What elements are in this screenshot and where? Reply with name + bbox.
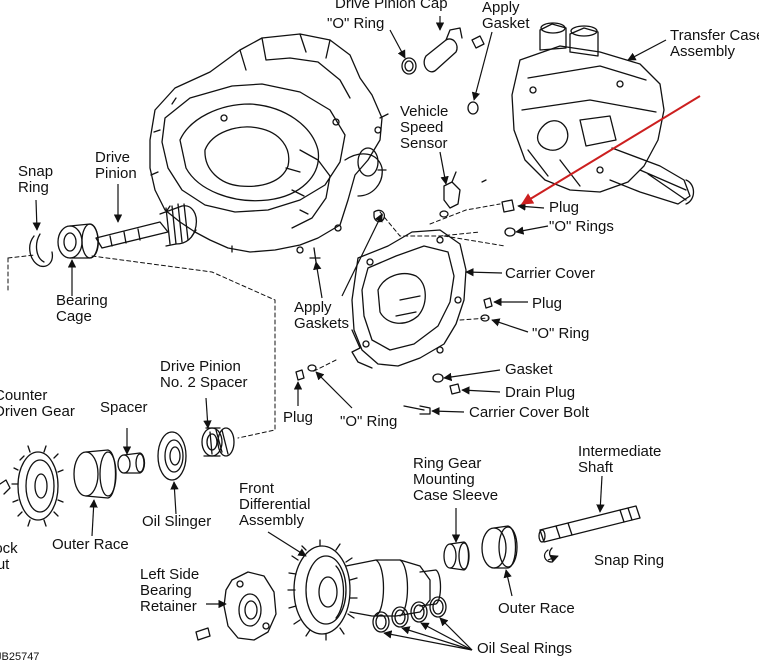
transfer-case xyxy=(511,22,695,205)
oil-seal-rings xyxy=(372,596,447,633)
outer-race-right xyxy=(481,525,518,569)
label-apply-gasket: Apply Gasket xyxy=(482,0,530,32)
label-drive-pinion-no2-spacer: Drive Pinion No. 2 Spacer xyxy=(160,358,248,391)
label-apply-gaskets: Apply Gaskets xyxy=(294,299,350,332)
label-plug-top: Plug xyxy=(549,199,580,216)
drive-pinion-no2-spacer xyxy=(201,427,235,457)
label-spacer: Spacer xyxy=(100,399,148,416)
label-o-rings: "O" Rings xyxy=(549,218,614,235)
transaxle-housing xyxy=(149,33,389,263)
label-carrier-cover: Carrier Cover xyxy=(505,265,596,282)
label-plug-right: Plug xyxy=(532,295,563,312)
label-o-ring-bottom: "O" Ring xyxy=(340,413,398,430)
front-differential xyxy=(287,539,442,641)
bearing-cage xyxy=(57,223,99,259)
label-front-differential-assembly: Front Differential Assembly xyxy=(239,480,311,529)
ring-gear-sleeve xyxy=(443,541,470,571)
plug-top xyxy=(501,199,515,213)
label-figure-id: JB25747 xyxy=(0,651,40,663)
label-drive-pinion-cap: Drive Pinion Cap xyxy=(335,0,448,12)
label-drive-pinion: Drive Pinion xyxy=(95,149,137,182)
label-lock-nut: Lock Nut xyxy=(0,540,18,573)
label-outer-race-right: Outer Race xyxy=(498,600,575,617)
label-counter-driven-gear: Counter Driven Gear xyxy=(0,387,75,420)
leader-lines xyxy=(32,16,667,651)
label-left-side-bearing-retainer: Left Side Bearing Retainer xyxy=(140,566,200,615)
label-intermediate-shaft: Intermediate Shaft xyxy=(578,443,662,476)
label-oil-slinger: Oil Slinger xyxy=(142,513,212,530)
highlight-arrow xyxy=(520,95,701,205)
label-oil-seal-rings: Oil Seal Rings xyxy=(477,640,573,657)
snap-ring-left xyxy=(29,233,54,268)
left-side-bearing-retainer xyxy=(195,571,277,641)
carrier-cover xyxy=(351,229,467,369)
label-transfer-case-assembly: Transfer Case Assembly xyxy=(670,27,759,60)
intermediate-shaft xyxy=(538,505,641,543)
drive-pinion-cap xyxy=(401,27,485,115)
counter-driven-gear xyxy=(0,445,64,527)
label-o-ring-right: "O" Ring xyxy=(532,325,590,342)
spacer xyxy=(117,452,146,474)
outer-race-left xyxy=(73,449,117,499)
vehicle-speed-sensor xyxy=(439,171,487,218)
label-drain-plug: Drain Plug xyxy=(505,384,576,401)
label-bearing-cage: Bearing Cage xyxy=(56,292,108,325)
label-ring-gear-mounting-case-sleeve: Ring Gear Mounting Case Sleeve xyxy=(413,455,499,504)
label-vehicle-speed-sensor: Vehicle Speed Sensor xyxy=(400,103,449,152)
drive-pinion xyxy=(95,203,198,249)
label-plug-bottom: Plug xyxy=(283,409,314,426)
label-o-ring-top: "O" Ring xyxy=(327,15,385,32)
label-gasket: Gasket xyxy=(505,361,553,378)
label-snap-ring-left: Snap Ring xyxy=(18,163,54,196)
label-outer-race-left: Outer Race xyxy=(52,536,129,553)
oil-slinger xyxy=(157,431,187,481)
label-carrier-cover-bolt: Carrier Cover Bolt xyxy=(469,404,590,421)
label-snap-ring-right: Snap Ring xyxy=(594,552,665,569)
